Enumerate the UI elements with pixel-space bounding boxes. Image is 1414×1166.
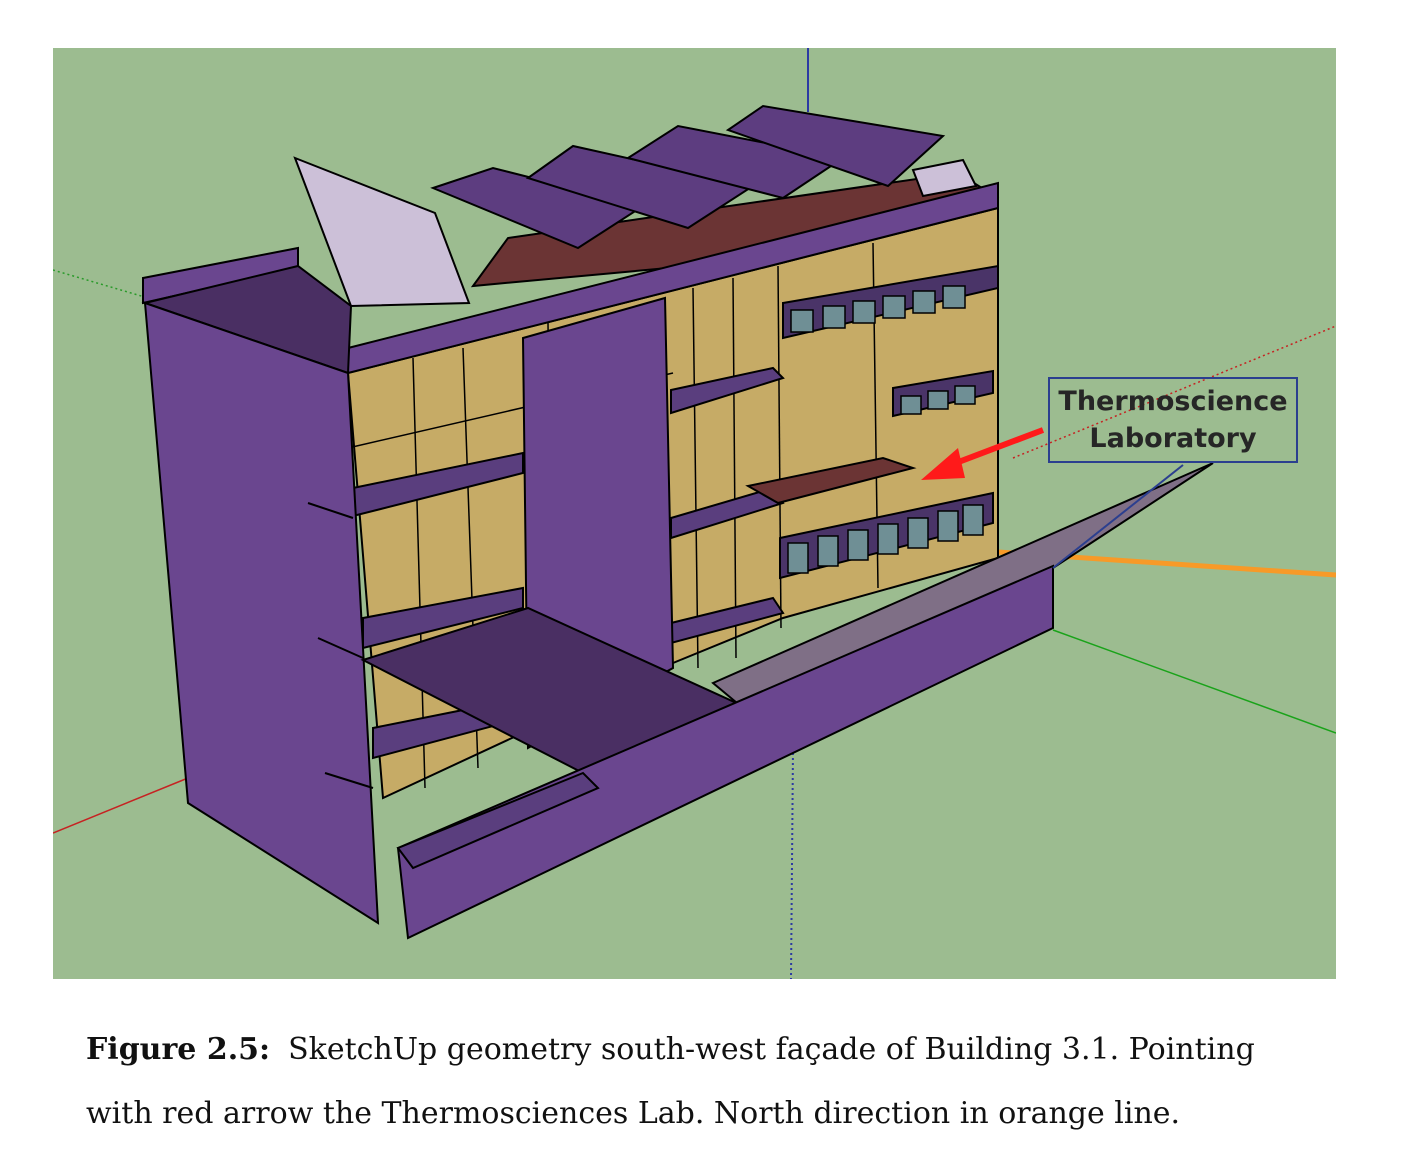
green-axis-line (1052, 629, 1336, 734)
building-3d-model (53, 48, 1336, 979)
sketchup-building-figure (53, 48, 1336, 979)
lab-window-row (787, 504, 984, 574)
floor-shelf-2 (670, 366, 785, 415)
green-axis-dotted-line (53, 269, 149, 299)
lilac-parapet-panel (293, 156, 471, 308)
lilac-roof-panel (911, 158, 978, 198)
left-wing-wall (143, 301, 380, 925)
window-row-top (790, 285, 966, 333)
thermoscience-callout: Thermoscience Laboratory (1048, 377, 1298, 463)
figure-caption: Figure 2.5:SketchUp geometry south-west … (86, 1018, 1326, 1146)
front-parapet-wall (396, 564, 1054, 940)
caption-text: SketchUp geometry south-west façade of B… (86, 1032, 1255, 1131)
red-arrow (921, 427, 1045, 480)
callout-line-2: Laboratory (1089, 423, 1257, 454)
blue-axis-dotted-line (790, 747, 794, 979)
callout-line-1: Thermoscience (1058, 386, 1288, 417)
window-row-middle (900, 385, 976, 415)
red-axis-dotted-line (1012, 325, 1336, 459)
red-axis-line (53, 777, 189, 834)
parapet-top-edge (396, 771, 600, 870)
callout-leader-line (1052, 464, 1184, 569)
caption-label: Figure 2.5: (86, 1032, 271, 1067)
overhang-stubs (307, 502, 374, 789)
solar-panel-4 (725, 104, 946, 188)
lab-balcony-floor (745, 456, 917, 505)
